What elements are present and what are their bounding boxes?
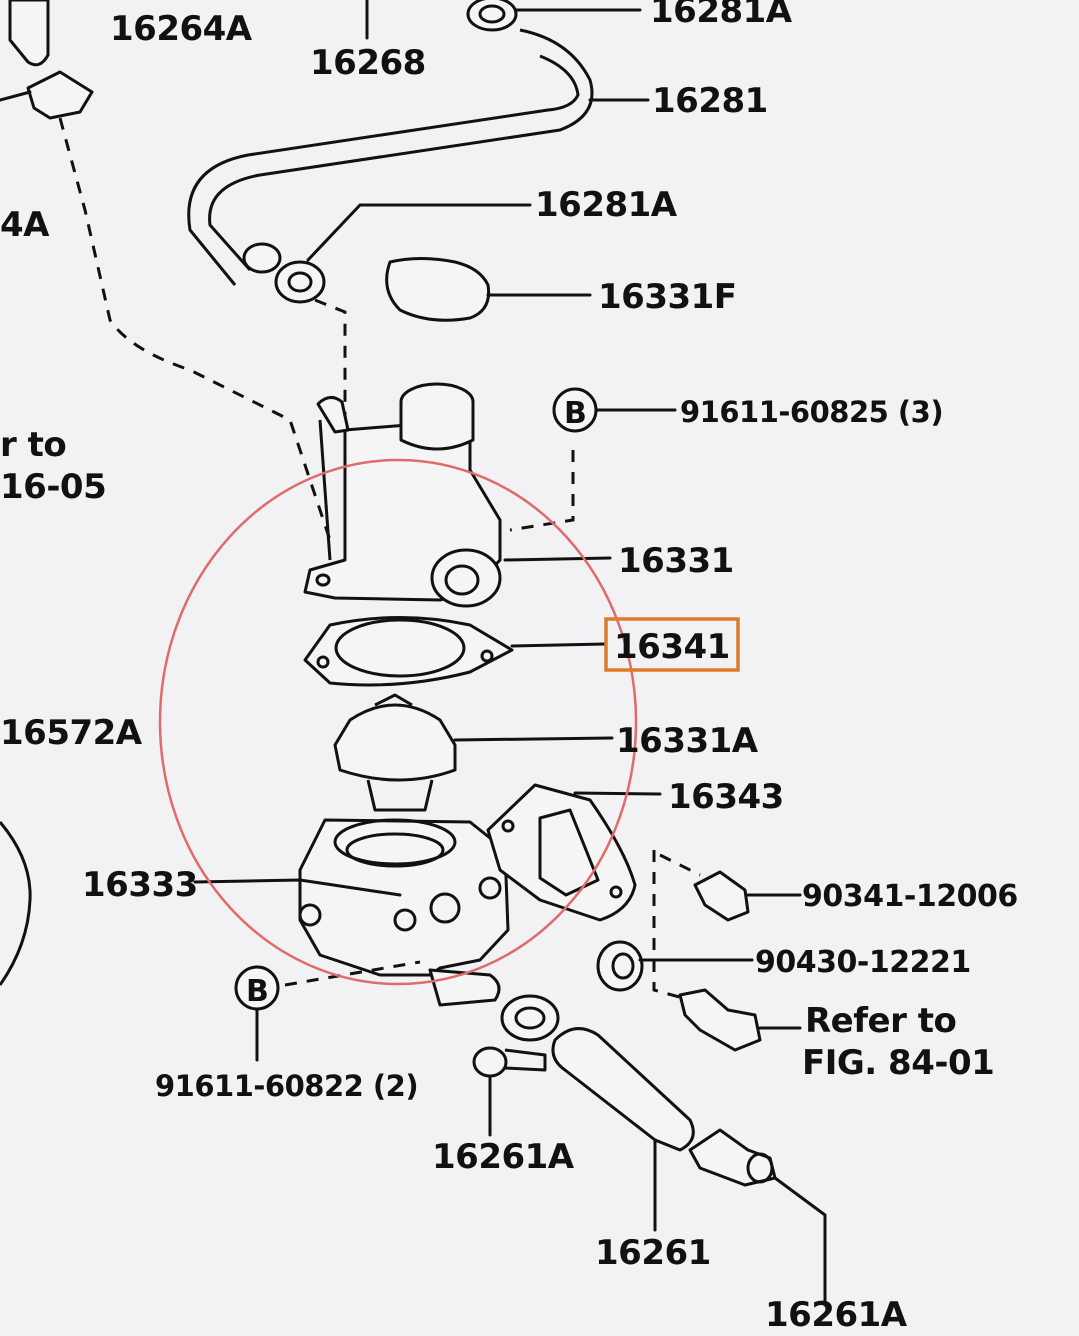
label-16281A-mid: 16281A: [535, 185, 678, 225]
highlight-circle: [158, 458, 638, 986]
left-partial-part: [0, 821, 32, 986]
label-16264A: 16264A: [110, 9, 253, 49]
leader-16261A-br: [773, 1176, 827, 1302]
dashed-leader-bolt: [659, 853, 701, 877]
clamp-16281A-top: [466, 0, 518, 32]
label-16281A-top: 16281A: [650, 0, 793, 31]
svg-text:B: B: [564, 396, 586, 431]
label-4A: 4A: [0, 205, 50, 245]
label-16572A: 16572A: [0, 713, 143, 753]
gasket-16343: [486, 783, 637, 922]
thermostat-16331A: [333, 693, 457, 812]
leader-16333: [193, 878, 402, 897]
label-16341: 16341: [614, 627, 730, 667]
label-16261A-bottom: 16261A: [432, 1137, 575, 1177]
label-91611-60822: 91611-60822 (2): [155, 1069, 418, 1103]
dashed-leader-right: [652, 850, 691, 1002]
bolt-symbol-b-top: B: [552, 387, 598, 433]
dashed-leader-left: [58, 117, 332, 541]
svg-text:B: B: [246, 974, 268, 1009]
label-fig-left: 16-05: [0, 467, 106, 507]
label-16331: 16331: [618, 541, 734, 581]
housing-16333: [298, 818, 510, 1007]
label-16268: 16268: [310, 43, 426, 83]
leader-16331A: [453, 736, 614, 742]
clamp-16281A-mid: [242, 242, 326, 304]
label-90341-12006: 90341-12006: [802, 879, 1018, 914]
dashed-leader-bolt-bottom: [284, 960, 421, 987]
cap-16331F: [385, 257, 491, 322]
bolt-90341-12006: [693, 870, 750, 922]
clamp-16261A-bottom: [472, 994, 560, 1078]
label-16331A: 16331A: [616, 721, 759, 761]
washer-90430-12221: [596, 940, 644, 992]
leader-16331: [503, 556, 612, 562]
dashed-leader-bolt-top: [509, 450, 575, 532]
label-16261: 16261: [595, 1233, 711, 1273]
hose-16281: [187, 28, 594, 286]
bolt-symbol-b-bottom: B: [234, 965, 280, 1011]
dashed-leader-mid: [314, 298, 347, 420]
label-16281: 16281: [652, 81, 768, 121]
label-16331F: 16331F: [598, 277, 737, 317]
leader-16281A-mid: [306, 203, 532, 262]
label-16261A-br: 16261A: [765, 1295, 908, 1332]
label-91611-60825: 91611-60825 (3): [680, 395, 943, 429]
label-16333: 16333: [82, 865, 198, 905]
hose-16261: [551, 1027, 695, 1152]
hose-16264A: [0, 0, 94, 120]
label-refer-to-left: r to: [0, 425, 66, 465]
gasket-16341: [303, 616, 514, 687]
sensor-fig-84-01: [678, 988, 762, 1052]
label-refer-to: Refer to: [805, 1001, 956, 1041]
leader-16341: [510, 642, 607, 648]
clamp-16261A-br: [688, 1128, 777, 1187]
label-fig-84-01: FIG. 84-01: [802, 1043, 994, 1083]
label-90430-12221: 90430-12221: [755, 945, 971, 980]
housing-16331: [303, 382, 502, 608]
leader-16343: [573, 791, 662, 796]
label-16343: 16343: [668, 777, 784, 817]
highlight-box-16341: [604, 617, 740, 672]
